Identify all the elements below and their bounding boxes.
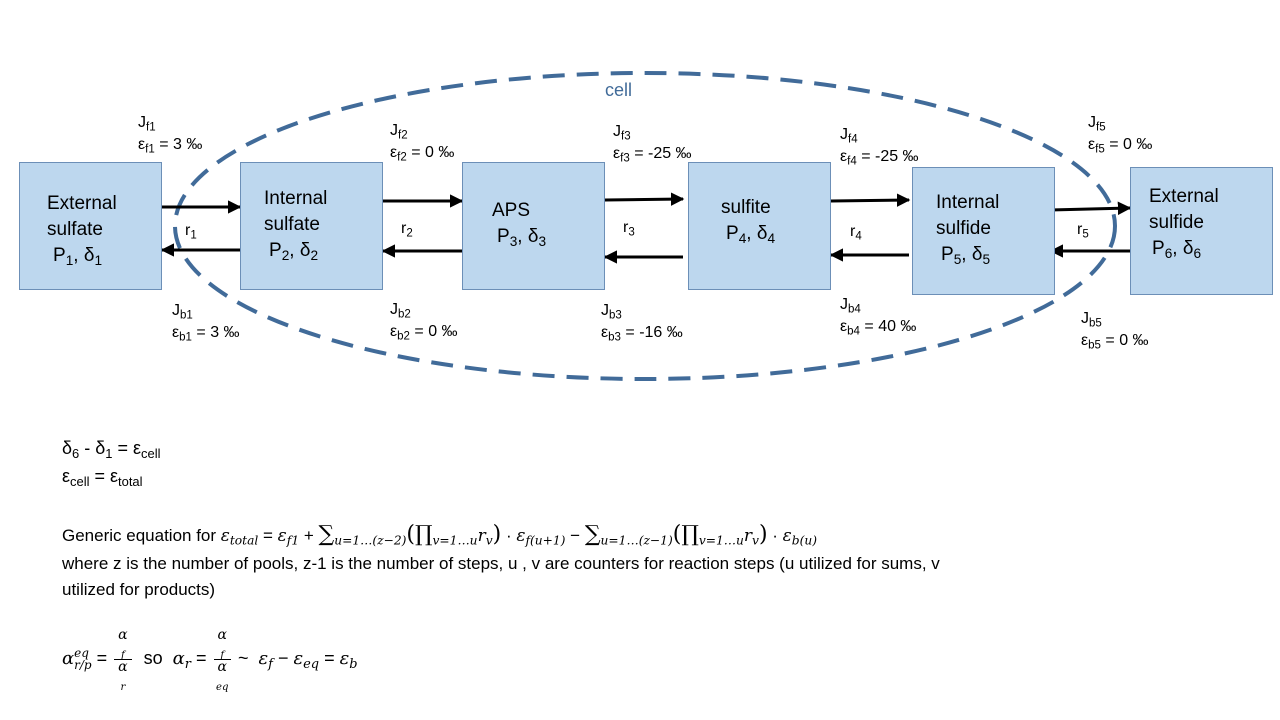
flux-j: Jb1 — [172, 302, 193, 322]
flux-epsilon: εb3 = -16 ‰ — [601, 324, 683, 344]
where-text-line-2: utilized for products) — [62, 580, 216, 599]
backward-flux-label-3: Jb3 εb3 = -16 ‰ — [601, 300, 683, 345]
pool-name-line: sulfide — [1149, 212, 1204, 234]
pool-name-line: Internal — [936, 192, 1000, 213]
pool-symbols: P2, δ2 — [269, 240, 319, 264]
forward-flux-label-4: Jf4 εf4 = -25 ‰ — [840, 124, 919, 169]
diagram-canvas — [160, 71, 1132, 381]
pool-symbols: P5, δ5 — [941, 244, 991, 268]
backward-flux-label-2: Jb2 εb2 = 0 ‰ — [390, 299, 458, 344]
flux-epsilon: εf3 = -25 ‰ — [613, 145, 692, 165]
pool-symbols: P4, δ4 — [726, 223, 776, 247]
pool-internal-sulfide: Internal sulfide P5, δ5 — [912, 167, 1055, 295]
pool-sulfite: sulfite P4, δ4 — [688, 162, 831, 290]
pool-name-line: Internal — [264, 188, 328, 209]
flux-epsilon: εf1 = 3 ‰ — [138, 136, 203, 156]
cell-boundary — [173, 71, 1117, 381]
flux-j: Jf5 — [1088, 114, 1106, 134]
flux-arrows — [160, 192, 1132, 264]
flux-epsilon: εb4 = 40 ‰ — [840, 318, 917, 338]
cell-label: cell — [605, 80, 633, 100]
flux-j: Jf2 — [390, 122, 408, 142]
pool-name-line: sulfate — [47, 219, 103, 241]
forward-flux-label-1: Jf1 εf1 = 3 ‰ — [138, 112, 202, 157]
pool-aps: APS P3, δ3 — [462, 162, 605, 290]
flux-epsilon: εb2 = 0 ‰ — [390, 323, 458, 343]
flux-epsilon: εf4 = -25 ‰ — [840, 148, 919, 168]
ratio-label-2: r2 — [401, 220, 413, 240]
forward-arrow-3 — [604, 192, 685, 206]
pool-name-line: External — [47, 193, 117, 214]
flux-j: Jb5 — [1081, 310, 1102, 330]
where-text-line-1: where z is the number of pools, z-1 is t… — [62, 554, 940, 573]
forward-arrow-5 — [1049, 201, 1132, 216]
forward-flux-label-2: Jf2 εf2 = 0 ‰ — [390, 120, 454, 165]
flux-j: Jf4 — [840, 126, 858, 146]
ratio-label-1: r1 — [185, 222, 197, 242]
pool-symbols: P1, δ1 — [53, 245, 103, 269]
flux-epsilon: εf2 = 0 ‰ — [390, 144, 455, 164]
pool-symbols: P6, δ6 — [1152, 238, 1202, 262]
pool-external-sulfide: External sulfide P6, δ6 — [1130, 167, 1273, 295]
generic-equation-prefix: Generic equation for — [62, 526, 221, 545]
flux-j: Jb3 — [601, 302, 622, 322]
backward-flux-label-5: Jb5 εb5 = 0 ‰ — [1081, 308, 1149, 353]
pool-name-line: External — [1149, 186, 1219, 207]
forward-flux-label-5: Jf5 εf5 = 0 ‰ — [1088, 112, 1152, 157]
generic-equation: Generic equation for εtotal = εf1 + ∑u=1… — [62, 522, 818, 548]
ratio-label-3: r3 — [623, 219, 635, 239]
equation-cell-total: εcell = εtotal — [62, 466, 143, 489]
pool-name-line: APS — [492, 200, 531, 221]
pool-name-line: sulfite — [721, 197, 771, 218]
equation-delta: δ6 - δ1 = εcell — [62, 438, 161, 461]
flux-j: Jb4 — [840, 296, 861, 316]
ratio-label-5: r5 — [1077, 221, 1089, 241]
flux-j: Jf3 — [613, 123, 631, 143]
flux-epsilon: εf5 = 0 ‰ — [1088, 136, 1153, 156]
forward-arrow-4 — [830, 193, 911, 207]
backward-flux-label-1: Jb1 εb1 = 3 ‰ — [172, 300, 240, 345]
flux-epsilon: εb1 = 3 ‰ — [172, 324, 240, 344]
pool-external-sulfate: External sulfate P1, δ1 — [19, 162, 162, 290]
flux-j: Jb2 — [390, 301, 411, 321]
ratio-label-4: r4 — [850, 223, 862, 243]
flux-j: Jf1 — [138, 114, 156, 134]
pool-name-line: sulfate — [264, 214, 320, 236]
flux-epsilon: εb5 = 0 ‰ — [1081, 332, 1149, 352]
pool-symbols: P3, δ3 — [497, 226, 547, 250]
pool-internal-sulfate: Internal sulfate P2, δ2 — [240, 162, 383, 290]
forward-flux-label-3: Jf3 εf3 = -25 ‰ — [613, 121, 692, 166]
pool-name-line: sulfide — [936, 218, 991, 240]
backward-flux-label-4: Jb4 εb4 = 40 ‰ — [840, 294, 916, 339]
